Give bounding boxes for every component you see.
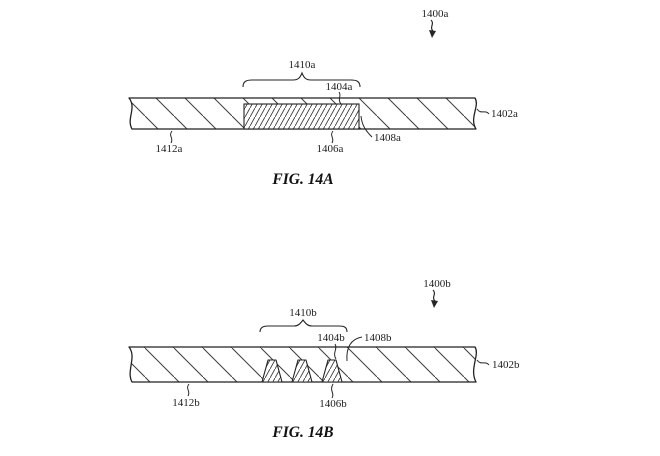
label-1400b: 1400b bbox=[423, 278, 451, 290]
label-1402a: 1402a bbox=[491, 108, 518, 120]
caption-fig-14b: FIG. 14B bbox=[271, 424, 333, 441]
pointer-arrow-1400a bbox=[430, 19, 434, 32]
label-1410a: 1410a bbox=[289, 59, 316, 71]
region-brace-b bbox=[259, 319, 348, 333]
bump-2 bbox=[291, 359, 313, 383]
label-1400a: 1400a bbox=[422, 8, 449, 20]
pointer-arrow-1400b bbox=[432, 289, 436, 302]
label-1402b: 1402b bbox=[492, 359, 520, 371]
bump-1 bbox=[261, 359, 283, 383]
label-1406b: 1406b bbox=[319, 398, 347, 410]
leader-1402b bbox=[476, 359, 490, 366]
figure-14b: 1400b 1410b 1404b 1408b 1402b 1412b 1406… bbox=[128, 278, 520, 441]
label-1406a: 1406a bbox=[317, 143, 344, 155]
leader-1408a bbox=[360, 115, 373, 138]
insert-rect-a bbox=[243, 103, 360, 130]
pointer-arrowhead-1400a bbox=[429, 30, 436, 38]
label-1412a: 1412a bbox=[156, 143, 183, 155]
leader-1408b bbox=[346, 336, 363, 362]
pointer-arrowhead-1400b bbox=[431, 300, 438, 308]
label-1412b: 1412b bbox=[172, 397, 200, 409]
region-brace-a bbox=[242, 71, 361, 88]
caption-fig-14a: FIG. 14A bbox=[271, 171, 333, 188]
leader-1406a bbox=[331, 130, 334, 144]
label-1404a: 1404a bbox=[326, 81, 353, 93]
leader-1402a bbox=[476, 108, 490, 115]
bump-3 bbox=[321, 359, 343, 383]
leader-1404b bbox=[334, 343, 337, 360]
leader-1412b bbox=[187, 383, 190, 397]
label-1408b: 1408b bbox=[364, 332, 392, 344]
leader-1406b bbox=[331, 383, 334, 399]
label-1410b: 1410b bbox=[289, 307, 317, 319]
label-1408a: 1408a bbox=[374, 132, 401, 144]
leader-1412a bbox=[170, 130, 173, 144]
bump-group bbox=[261, 359, 343, 383]
label-1404b: 1404b bbox=[317, 332, 345, 344]
leader-1404a bbox=[338, 91, 342, 105]
figure-14a: 1400a 1410a 1404a 1402a 1412a 1406a 1408… bbox=[128, 8, 518, 188]
